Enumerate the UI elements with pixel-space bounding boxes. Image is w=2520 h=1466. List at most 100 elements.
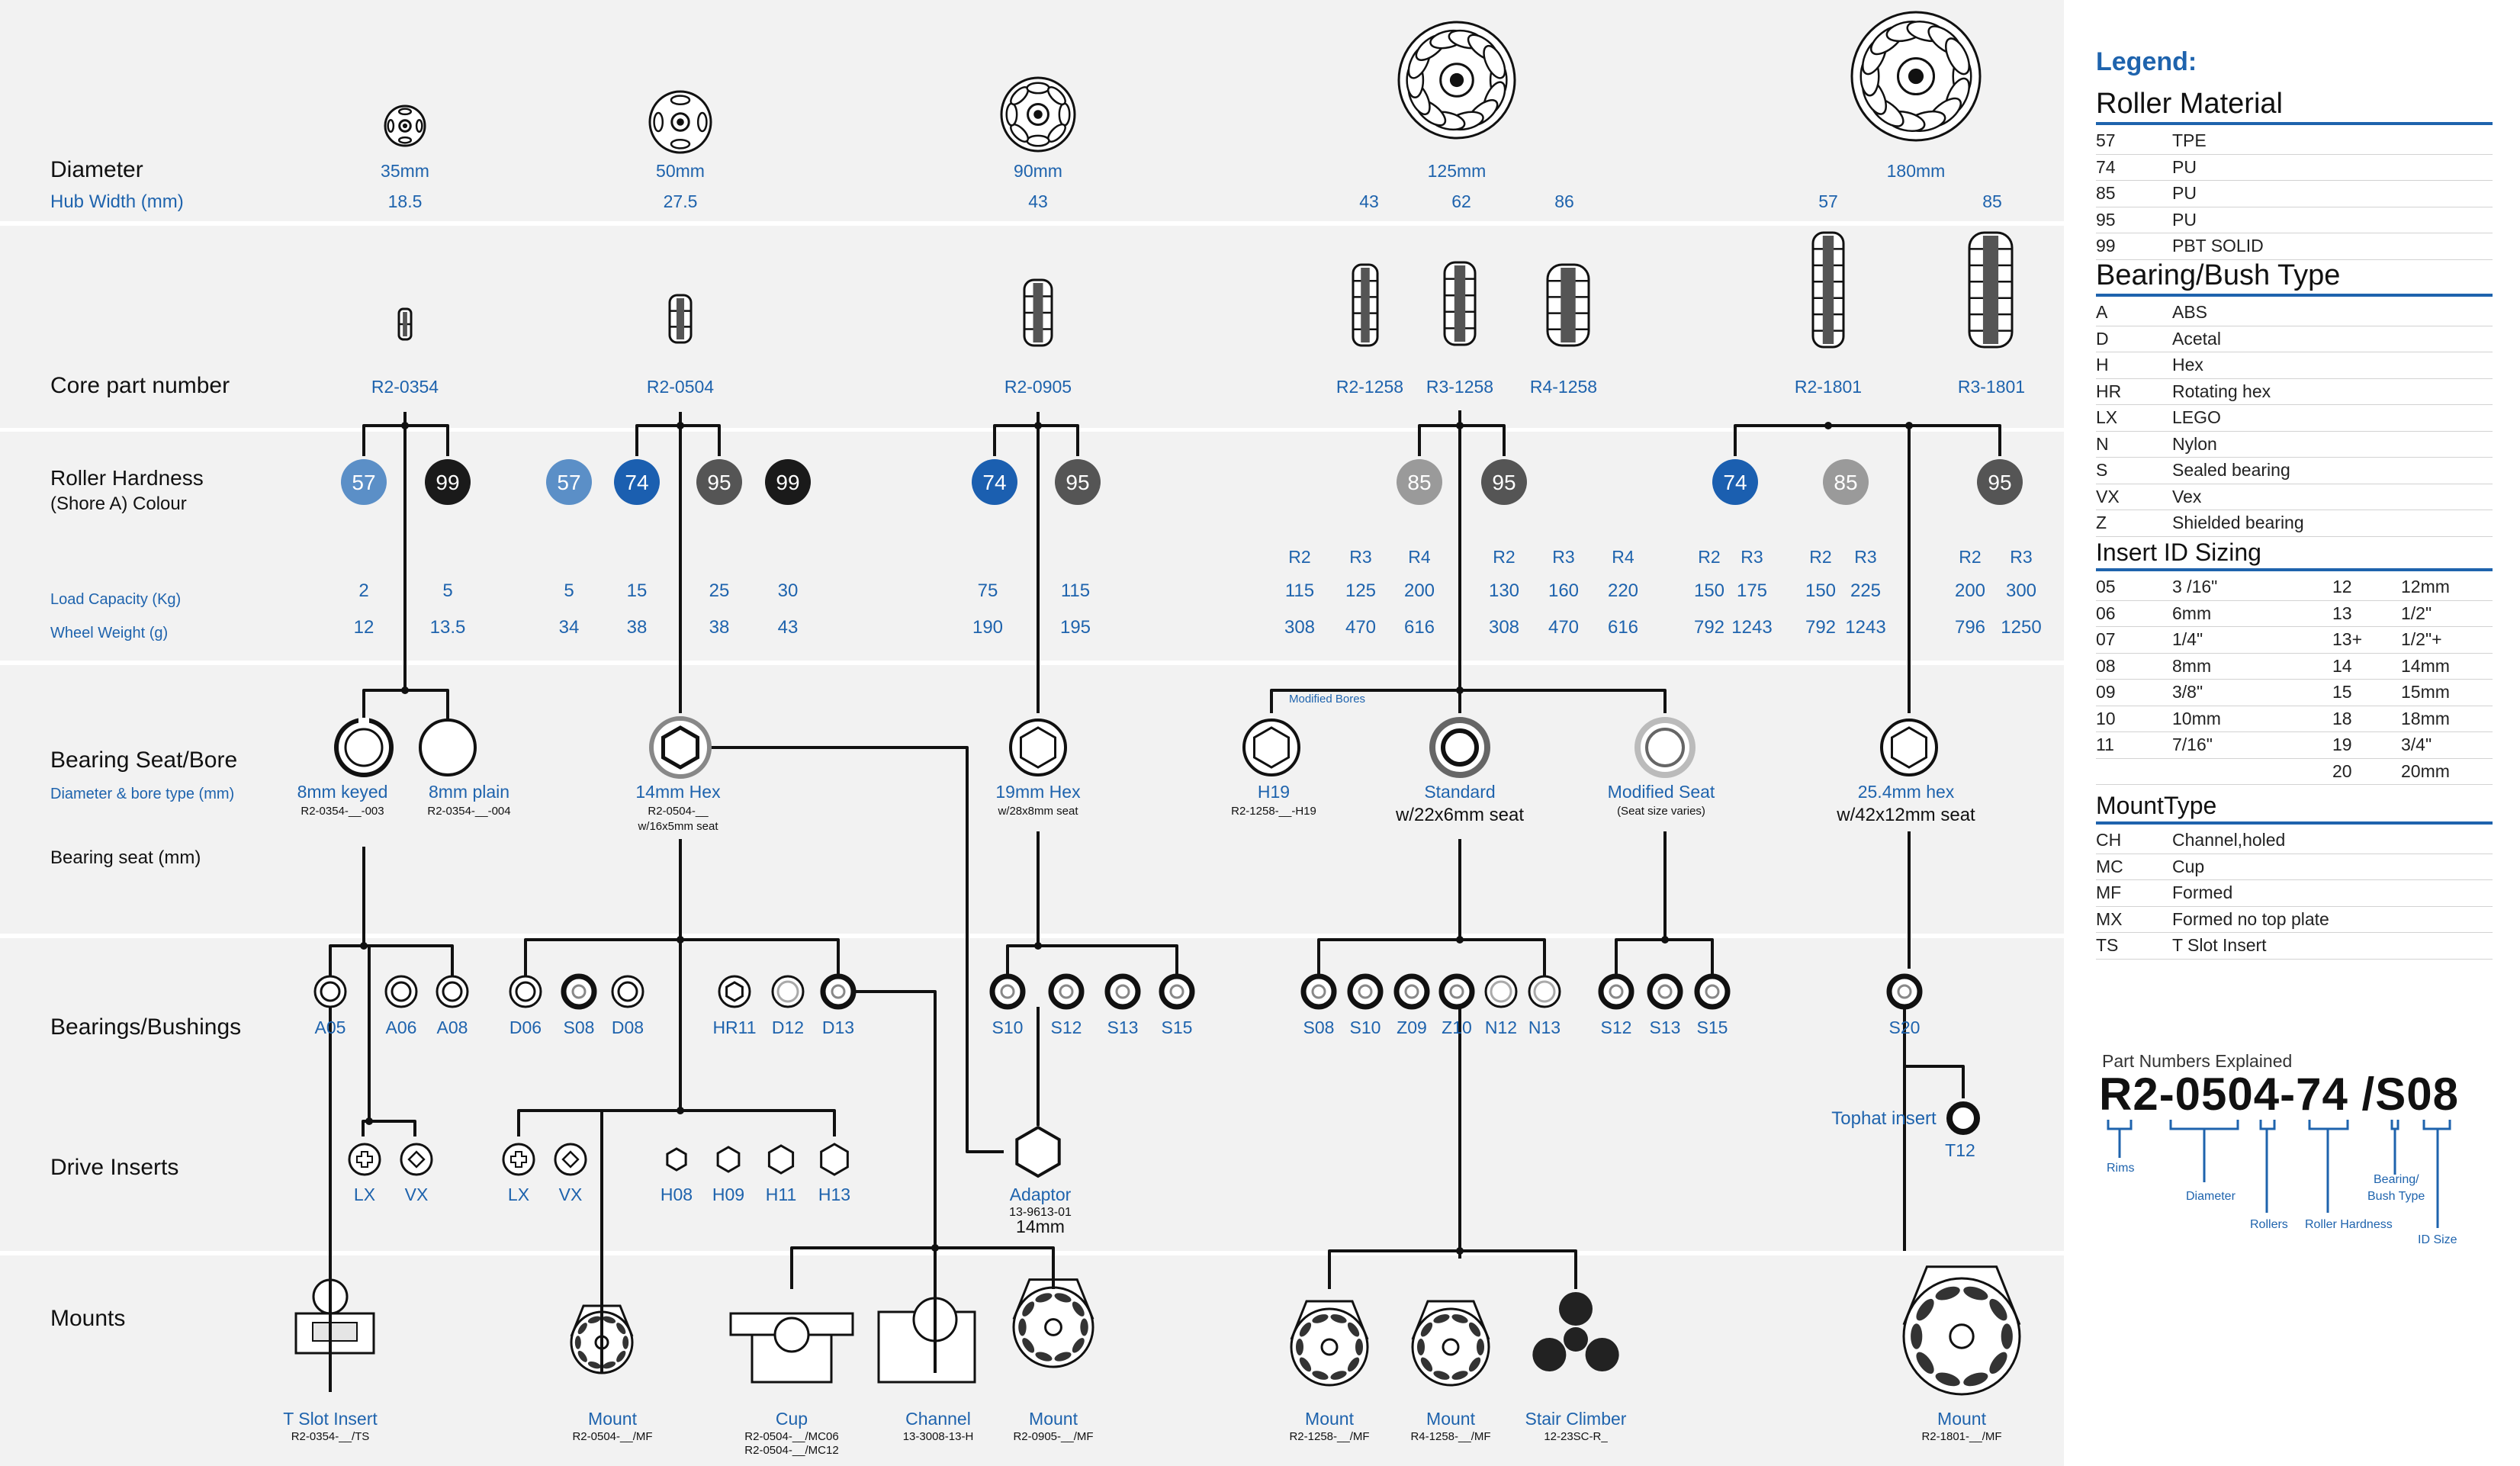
- hardness-circle: [1397, 459, 1442, 505]
- connector-line: [1328, 1249, 1577, 1289]
- mount-roller: [1420, 1322, 1433, 1337]
- legend-cell: HR: [2096, 381, 2122, 401]
- pn-label-rims: Rims: [2107, 1162, 2135, 1175]
- bearing-inner: [1311, 984, 1326, 999]
- stair-wheel: [1585, 1338, 1619, 1371]
- legend-cell: Hex: [2172, 355, 2203, 375]
- legend-cell: 07: [2096, 629, 2116, 649]
- wheel-weight-value: 190: [972, 617, 1003, 638]
- legend-cell: PU: [2172, 156, 2197, 177]
- wheel-side-icon: [397, 307, 413, 341]
- legend-cell: ABS: [2172, 302, 2208, 322]
- stair-wheel: [1532, 1338, 1567, 1371]
- junction-dot: [677, 1107, 684, 1114]
- legend-cell: Formed: [2172, 882, 2233, 902]
- wheel-side-icon: [1443, 261, 1477, 346]
- legend-cell: 06: [2096, 603, 2116, 623]
- bearing-code: S12: [1601, 1018, 1632, 1037]
- mount-name: Stair Climber: [1525, 1409, 1627, 1429]
- hex-bore: [1890, 726, 1928, 769]
- wheel-icon: [384, 104, 426, 147]
- legend-cell: S: [2096, 460, 2108, 480]
- row-label-hardness: Roller Hardness: [50, 466, 204, 490]
- bearing-seat-note: (Seat size varies): [1617, 805, 1705, 818]
- bearing-seat-name: Standard: [1424, 782, 1495, 802]
- mount-roller: [603, 1316, 616, 1324]
- mount-roller: [1330, 1314, 1347, 1323]
- mount-roller: [1468, 1357, 1481, 1372]
- section-band: [0, 665, 2064, 934]
- mount-roller: [1468, 1322, 1481, 1337]
- bearing-code: A06: [386, 1018, 417, 1037]
- hardness-circle: [1977, 459, 2023, 505]
- legend-cell: Shielded bearing: [2172, 513, 2304, 532]
- hardness-value: 99: [436, 471, 459, 494]
- load-capacity-value: 300: [2006, 580, 2036, 601]
- rim-header: R3: [2010, 547, 2032, 567]
- hardness-circle: [1712, 459, 1758, 505]
- legend-cell: 12: [2332, 577, 2352, 596]
- mount-roller: [1299, 1357, 1312, 1372]
- mount-roller: [1022, 1301, 1035, 1317]
- mount-roller: [603, 1361, 616, 1369]
- legend-cell: CH: [2096, 830, 2122, 850]
- load-capacity-value: 200: [1955, 580, 1985, 601]
- legend-heading: Roller Material: [2096, 88, 2493, 125]
- mount-roller: [574, 1336, 581, 1349]
- row-label-core-part: Core part number: [50, 373, 230, 398]
- bore-standard-inner: [1441, 728, 1479, 767]
- legend-cell: A: [2096, 302, 2108, 322]
- legend-cell: 15mm: [2401, 682, 2450, 702]
- bearing-code: S08: [564, 1018, 595, 1037]
- pn-label-rollers: Rollers: [2250, 1218, 2288, 1231]
- bearing-code: Z09: [1397, 1018, 1427, 1037]
- bearing-code: S08: [1303, 1018, 1335, 1037]
- load-capacity-value: 150: [1694, 580, 1724, 601]
- bearing-code: HR11: [712, 1018, 756, 1037]
- bearing-seat-name: 14mm Hex: [635, 782, 721, 802]
- mount-roller: [616, 1323, 626, 1335]
- bearing-seat-note: w/28x8mm seat: [997, 805, 1078, 818]
- legend-cell: 95: [2096, 209, 2116, 230]
- bore-keyed-inner: [344, 728, 384, 767]
- drive-insert-code: H09: [712, 1185, 744, 1204]
- legend-cell: Cup: [2172, 856, 2205, 876]
- junction-dot: [1034, 942, 1042, 950]
- legend-cell: Formed no top plate: [2172, 908, 2329, 929]
- bearing-seat-name: H19: [1258, 782, 1290, 802]
- bearing-code: S12: [1051, 1018, 1082, 1037]
- junction-dot: [1456, 686, 1464, 694]
- bearing-inner: [1115, 984, 1130, 999]
- drive-insert-code: VX: [559, 1185, 583, 1204]
- wheel-roller: [1026, 82, 1050, 95]
- pn-label-diameter: Diameter: [2186, 1190, 2236, 1203]
- wheel-weight-value: 1243: [1845, 617, 1885, 638]
- wheel-roller: [653, 111, 664, 133]
- wheel-weight-value: 195: [1060, 617, 1091, 638]
- mount-roller: [1296, 1339, 1303, 1355]
- mount-name: Cup: [776, 1409, 808, 1429]
- connector-line: [362, 1120, 416, 1136]
- hardness-circle: [341, 459, 387, 505]
- part-number-brackets: [2107, 1120, 2451, 1228]
- bearing-inner: [1609, 984, 1624, 999]
- wheel-weight-value: 38: [709, 617, 730, 638]
- mount-name: Mount: [1426, 1409, 1476, 1429]
- bearing-inner: [776, 980, 799, 1003]
- mount-roller: [1330, 1371, 1347, 1380]
- load-capacity-value: 5: [564, 580, 574, 601]
- wheel-side-icon: [1968, 231, 2014, 349]
- diameter-label: 90mm: [1014, 161, 1062, 181]
- load-capacity-value: 5: [442, 580, 452, 601]
- mount-roller: [1312, 1371, 1329, 1380]
- connector-line: [1006, 944, 1178, 980]
- hardness-circle: [614, 459, 660, 505]
